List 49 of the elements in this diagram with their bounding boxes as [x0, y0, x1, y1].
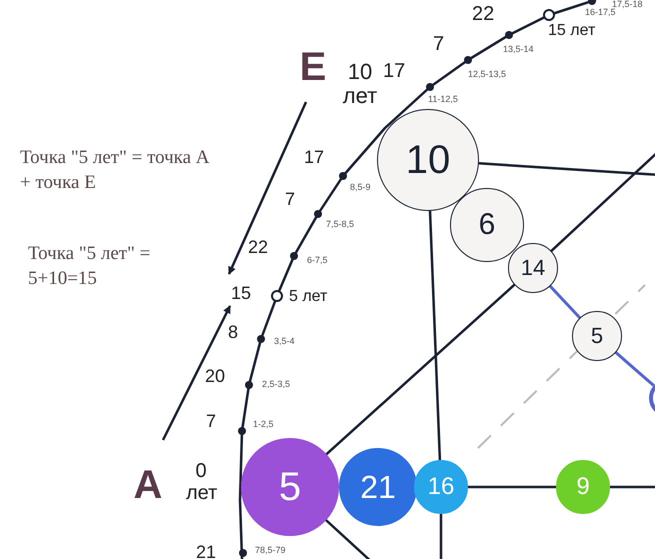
age-range-label: 16-17,5	[585, 8, 616, 18]
scale-label: 15	[230, 282, 252, 304]
note-text: Точка "5 лет" = 5+10=15	[28, 242, 152, 291]
scale-label: 0 лет	[186, 460, 216, 504]
scale-label: 8	[228, 323, 238, 343]
connector-line	[548, 284, 582, 320]
connector-line	[428, 210, 442, 460]
scale-label: 21	[196, 543, 216, 559]
scale-label: 17	[304, 148, 324, 168]
scale-label: 7	[285, 190, 296, 210]
point-letter: А	[131, 462, 165, 508]
connector-line	[610, 486, 655, 488]
age-range-label: 2,5-3,5	[262, 380, 290, 390]
age-range-label: 13,5-14	[503, 45, 534, 55]
connector-line	[468, 486, 556, 488]
age-range-label: 17,5-18	[612, 0, 643, 9]
age-range-label: 78,5-79	[255, 546, 286, 556]
scale-label: 7	[433, 33, 444, 55]
scale-label: 17	[383, 60, 406, 82]
age-range-label: 6-7,5	[307, 256, 328, 266]
scale-label: 15 лет	[548, 22, 596, 40]
age-range-label: 7,5-8,5	[326, 220, 354, 230]
number-circle: 5	[572, 311, 622, 361]
scale-label: 7	[206, 412, 216, 432]
point-letter: Е	[296, 44, 330, 90]
scale-label: 22	[248, 238, 268, 258]
age-range-label: 11-12,5	[428, 95, 458, 105]
scale-label: 5 лет	[289, 288, 328, 306]
number-circle: 5	[241, 438, 339, 536]
age-range-label: 8,5-9	[350, 183, 371, 193]
note-text: Точка "5 лет" = точка А + точка Е	[20, 146, 211, 195]
scale-label: 10 лет	[342, 60, 378, 108]
scale-label: 20	[205, 367, 226, 387]
connector-line	[325, 284, 516, 456]
age-range-label: 12,5-13,5	[468, 70, 506, 80]
connector-line	[614, 351, 655, 387]
number-circle: 16	[414, 460, 468, 514]
age-range-label: 1-2,5	[253, 420, 274, 430]
number-circle: 6	[450, 188, 524, 262]
scale-label: 22	[472, 3, 494, 25]
number-circle: 21	[339, 448, 417, 526]
connector-line	[440, 514, 442, 559]
connector-line	[478, 162, 655, 176]
number-circle: 14	[508, 243, 558, 293]
age-range-label: 3,5-4	[274, 337, 295, 347]
number-circle: 9	[556, 460, 610, 514]
arrow	[228, 101, 308, 275]
arrow	[162, 305, 232, 441]
number-circle: 10	[377, 109, 479, 211]
